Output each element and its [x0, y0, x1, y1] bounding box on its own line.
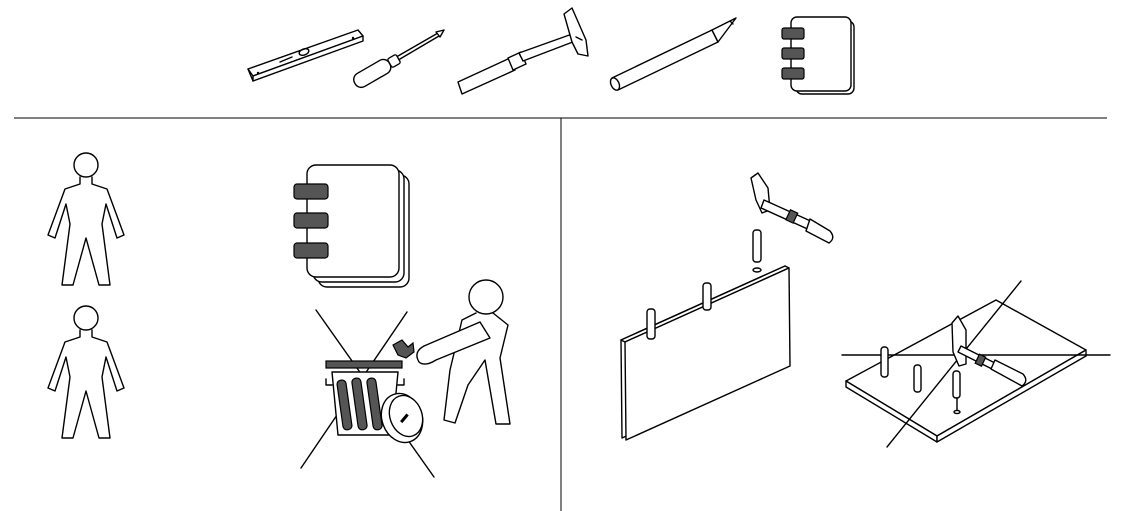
dowel-icon [880, 346, 889, 378]
dowel-icon [646, 308, 656, 340]
tools-row [247, 7, 855, 95]
dowel-icon [752, 229, 762, 263]
person-icon [47, 305, 125, 439]
dowel-icon [702, 282, 712, 311]
hammer-icon [951, 315, 1027, 387]
manual-icon [781, 16, 855, 95]
dowel-insertion-step-vertical [620, 172, 834, 441]
manual-icon [293, 164, 410, 288]
dowel-insertion-step-horizontal [841, 280, 1111, 448]
dowel-icon [952, 370, 961, 399]
person-carrying-icon [416, 279, 511, 425]
dowel-icon [913, 364, 922, 393]
person-icon [47, 152, 125, 286]
spirit-level-icon [247, 29, 364, 82]
hammer-icon [750, 172, 834, 244]
screwdriver-icon [353, 29, 445, 89]
hammer-icon [457, 7, 589, 95]
pencil-icon [609, 17, 737, 91]
no-trash-sign-icon [300, 309, 435, 478]
